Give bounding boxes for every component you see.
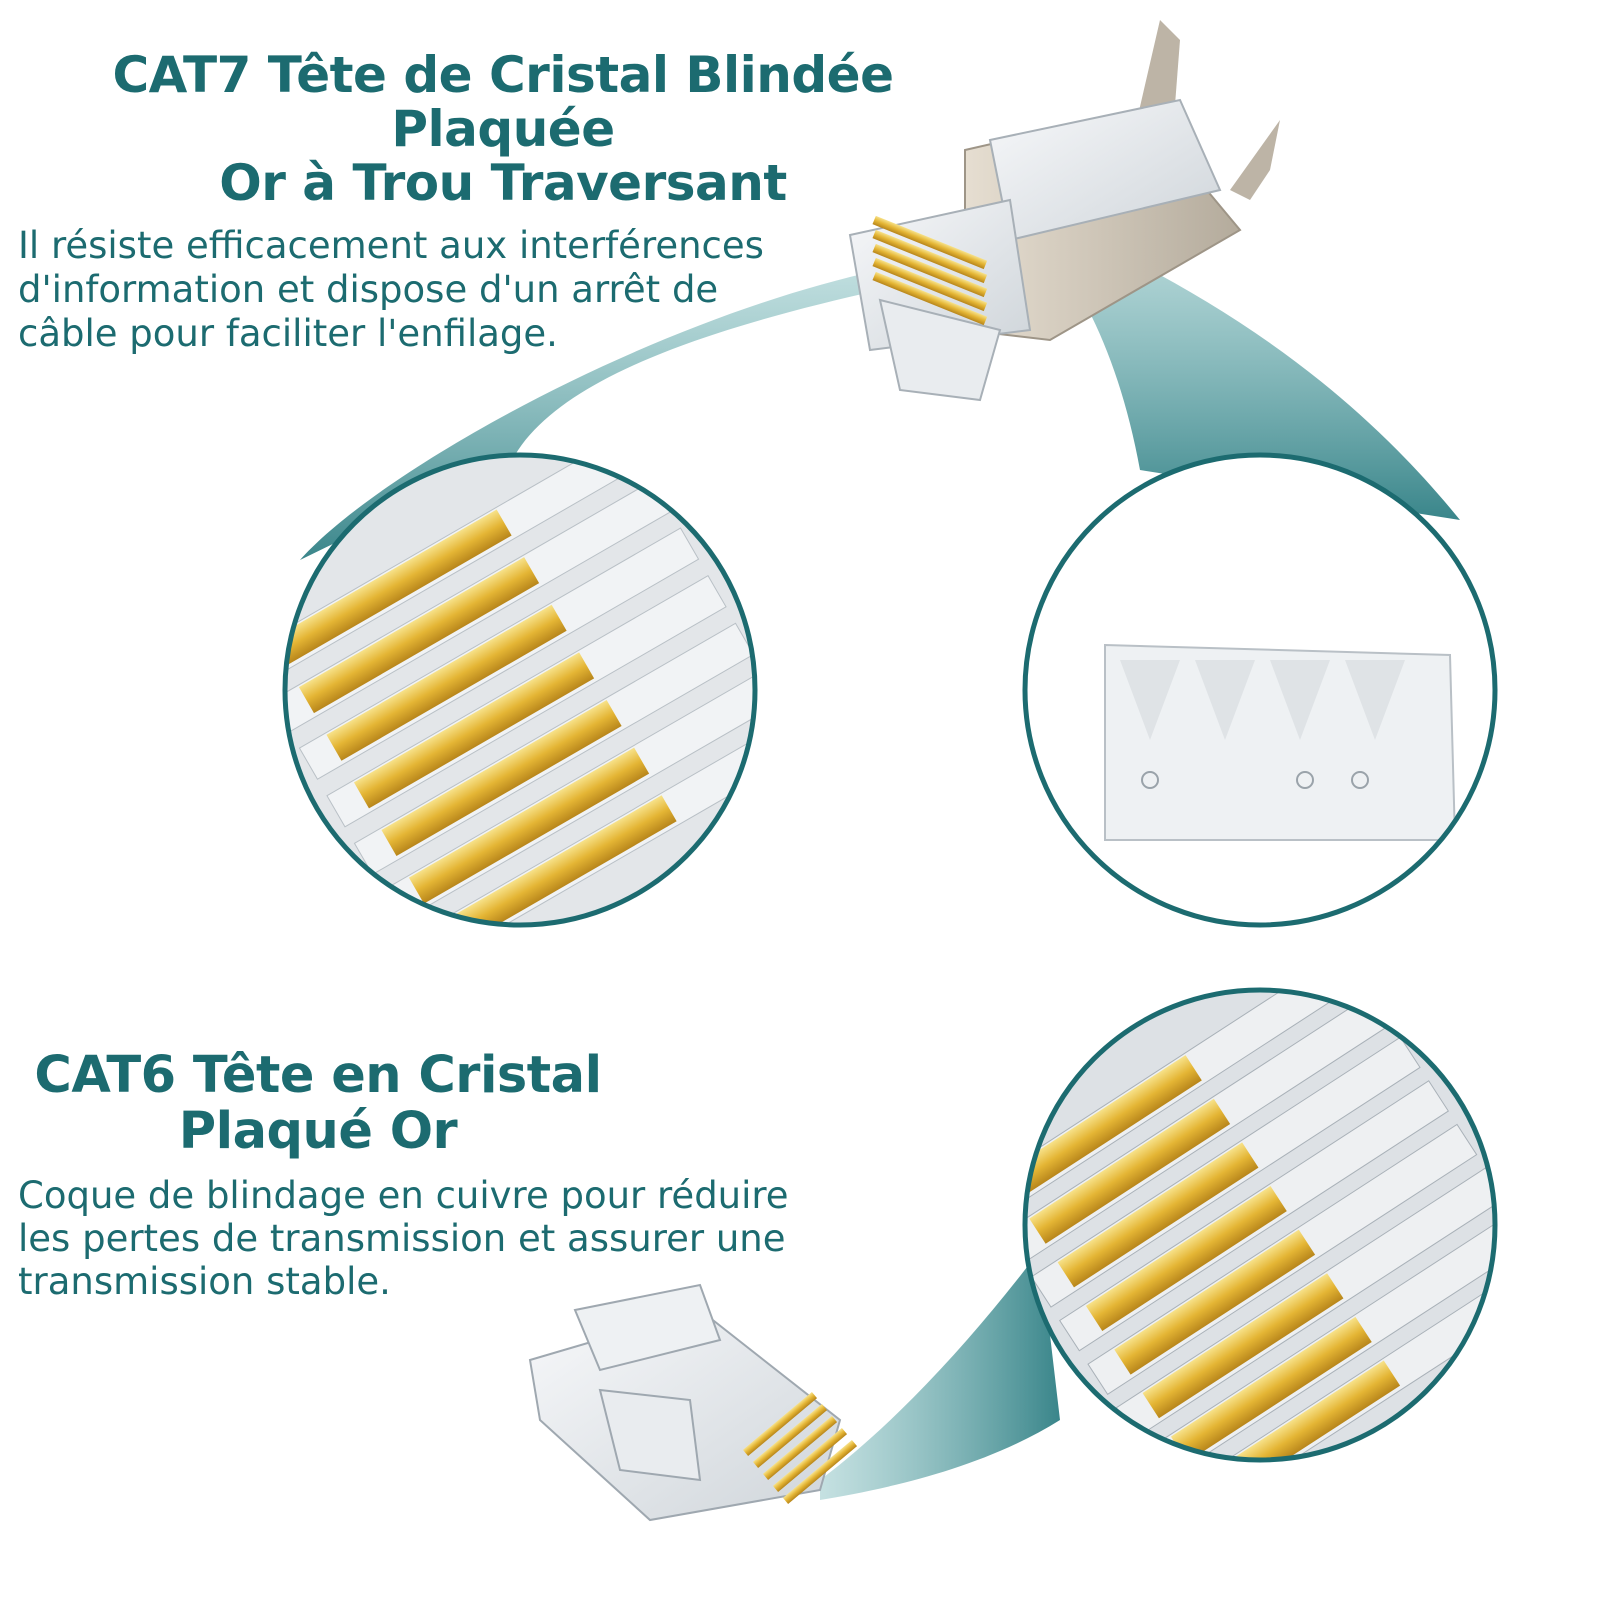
- cat6-description: Coque de blindage en cuivre pour réduire…: [18, 1174, 878, 1303]
- gold-contacts-zoom-icon: [282, 452, 758, 928]
- cat6-contacts-zoom-icon: [1022, 987, 1498, 1463]
- load-bar-slot-3: [1270, 660, 1330, 740]
- cat6-rj45-connector-icon: [528, 1283, 858, 1522]
- load-bar-slot-1: [1120, 660, 1180, 740]
- load-bar-hole-2: [1296, 771, 1314, 789]
- load-bar-slot-4: [1345, 660, 1405, 740]
- zoom-left-contacts: [285, 455, 755, 925]
- cat6-desc-line-2: les pertes de transmission et assurer un…: [18, 1217, 786, 1260]
- cat7-shielded-rj45-connector-icon: [848, 20, 1280, 402]
- cat6-latch: [598, 1388, 702, 1482]
- cat7-text-block: CAT7 Tête de Cristal Blindée Plaquée Or …: [18, 48, 998, 356]
- cat7-title-line-1: CAT7 Tête de Cristal Blindée Plaquée: [112, 46, 894, 158]
- cat7-latch: [878, 298, 1002, 402]
- cat7-desc-line-1: Il résiste efficacement aux interférence…: [18, 224, 764, 267]
- cable-strip-lower: [1230, 120, 1280, 200]
- zoom-beam-right: [1040, 215, 1460, 520]
- cat7-desc-line-2: d'information et dispose d'un arrêt de: [18, 268, 719, 311]
- cat6-desc-line-1: Coque de blindage en cuivre pour réduire: [18, 1174, 789, 1217]
- cat6-title-line-2: Plaqué Or: [178, 1102, 458, 1161]
- cat6-housing-top: [573, 1283, 722, 1372]
- cat6-gold-contacts: [742, 1392, 858, 1504]
- cat7-desc-line-3: câble pour faciliter l'enfilage.: [18, 312, 558, 355]
- cat7-gold-contacts: [872, 215, 988, 326]
- cat6-text-block: CAT6 Tête en Cristal Plaqué Or Coque de …: [18, 1048, 878, 1304]
- cat6-desc-line-3: transmission stable.: [18, 1260, 391, 1303]
- load-bar-slot-2: [1195, 660, 1255, 740]
- load-bar-hole-3: [1351, 771, 1369, 789]
- cable-load-bar-zoom-icon: [1022, 452, 1498, 928]
- cat6-title: CAT6 Tête en Cristal Plaqué Or: [18, 1048, 618, 1160]
- cat7-title-line-2: Or à Trou Traversant: [219, 154, 787, 212]
- cat6-title-line-1: CAT6 Tête en Cristal: [34, 1046, 602, 1105]
- cat7-description: Il résiste efficacement aux interférence…: [18, 224, 998, 356]
- zoom-beam-bottom: [820, 1250, 1060, 1500]
- load-bar-hole-1: [1141, 771, 1159, 789]
- cat7-title: CAT7 Tête de Cristal Blindée Plaquée Or …: [18, 48, 988, 210]
